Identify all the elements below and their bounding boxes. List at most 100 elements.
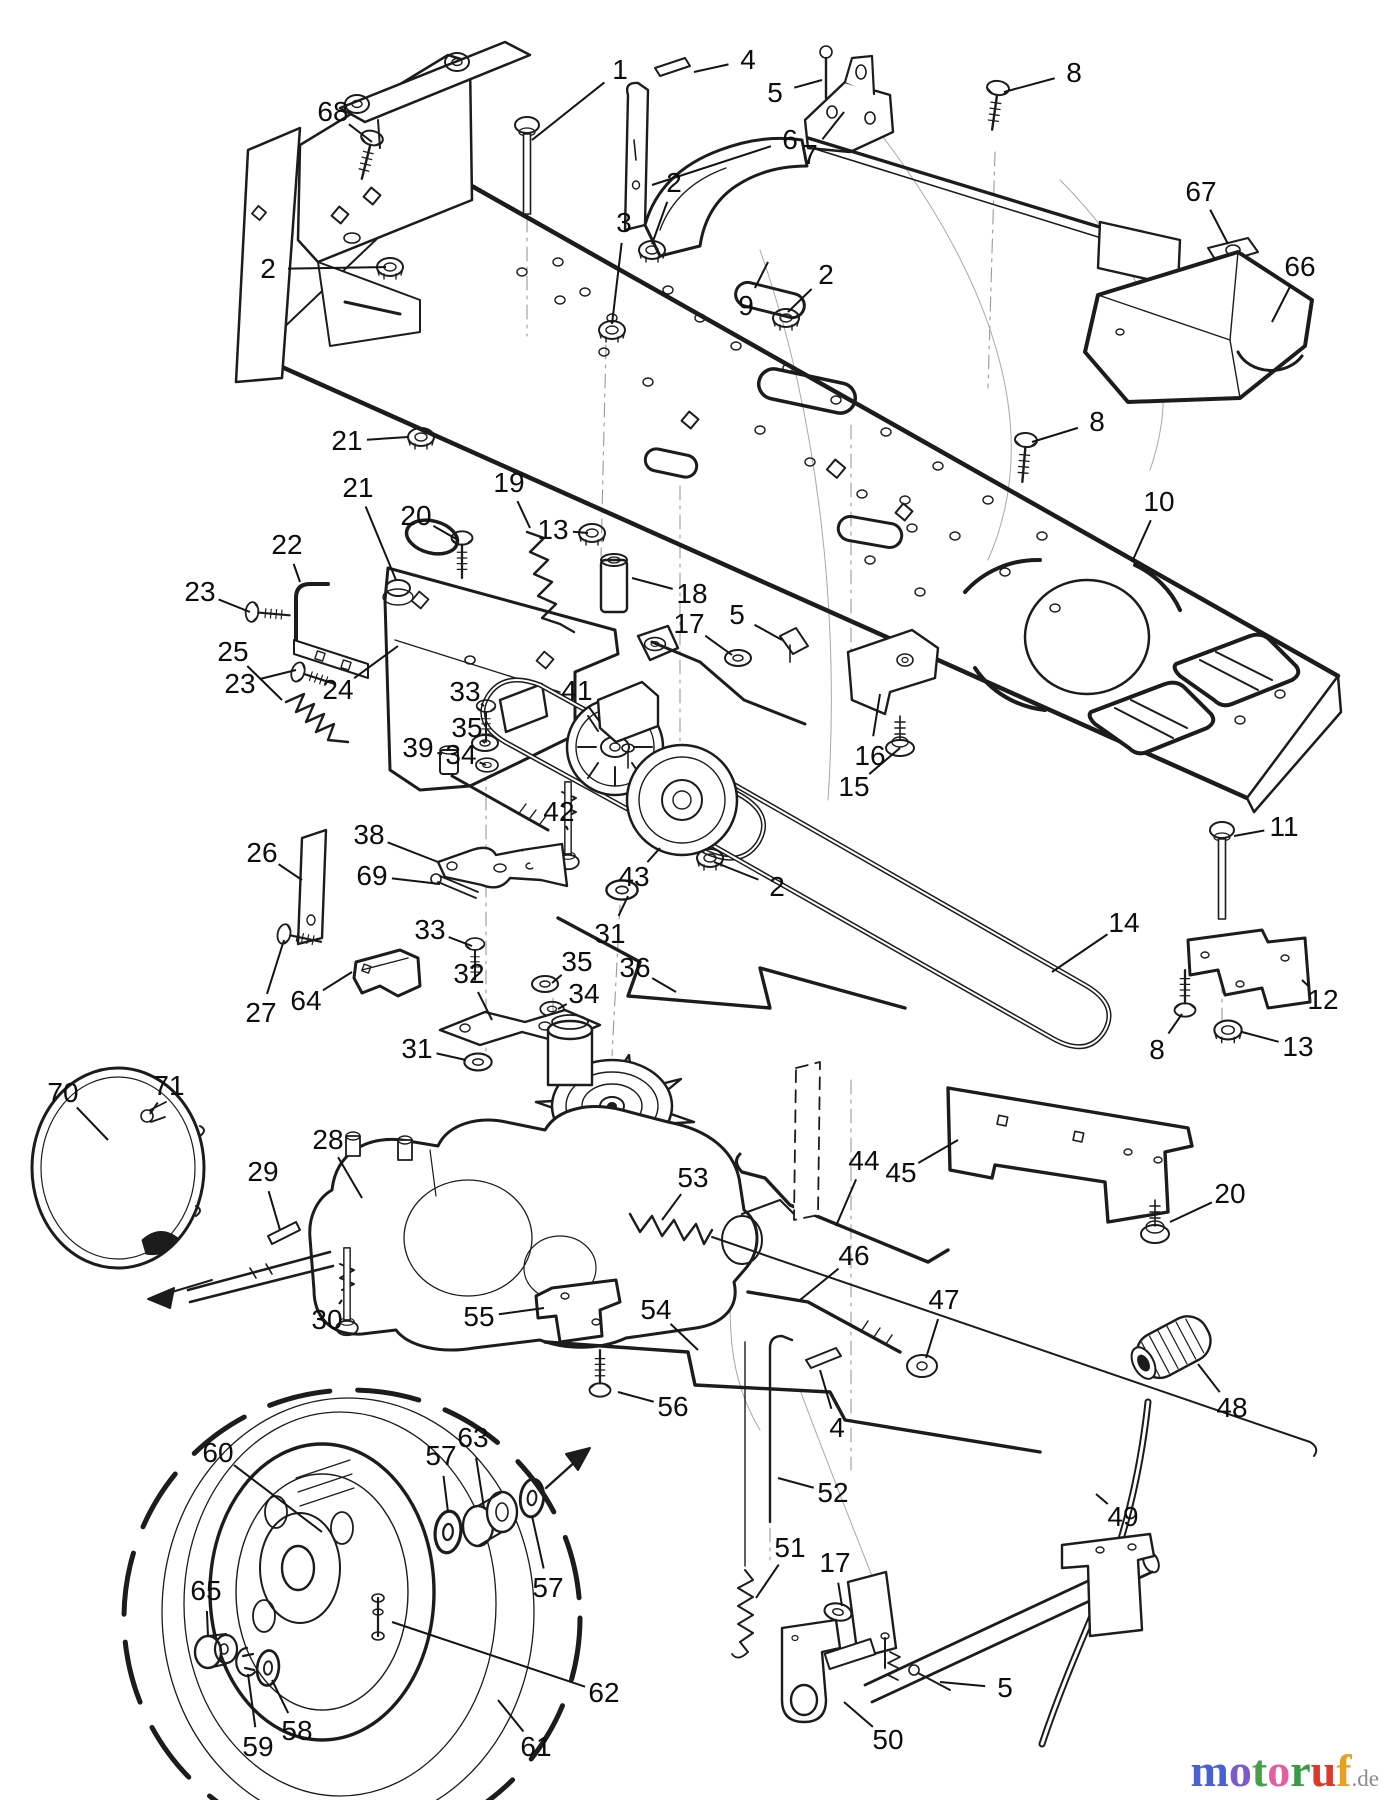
leader-66-13 — [1271, 284, 1292, 323]
callout-29-59: 29 — [247, 1156, 279, 1187]
callout-46-63: 46 — [838, 1240, 870, 1271]
leader-2-11 — [787, 288, 813, 313]
leader-32-46 — [477, 991, 493, 1021]
leader-64-49 — [322, 971, 353, 992]
leader-17-24 — [704, 634, 733, 656]
leader-58-83 — [271, 1679, 290, 1714]
leader-47-67 — [925, 1318, 940, 1359]
callout-4-1: 4 — [740, 44, 756, 75]
callout-62-82: 62 — [588, 1677, 620, 1708]
leader-5-23 — [753, 623, 783, 641]
leader-29-59 — [267, 1190, 281, 1231]
callout-11-52: 11 — [1269, 811, 1299, 842]
leader-17-78 — [837, 1582, 843, 1607]
leader-31-51 — [436, 1052, 467, 1061]
callout-4-71: 4 — [829, 1412, 845, 1443]
callout-34-47: 34 — [568, 978, 600, 1009]
leader-23-25 — [218, 598, 251, 613]
leader-7-4 — [821, 111, 845, 140]
leader-34-47 — [557, 1003, 568, 1010]
leader-67-12 — [1209, 209, 1229, 245]
leader-63-72 — [475, 1457, 485, 1509]
leader-2-9 — [287, 266, 387, 270]
callout-53-60: 53 — [677, 1162, 709, 1193]
callout-34-33: 34 — [445, 739, 477, 770]
callout-20-18: 20 — [400, 500, 432, 531]
leader-46-63 — [799, 1267, 840, 1301]
leader-71-57 — [149, 1101, 159, 1115]
callout-60-73: 60 — [202, 1437, 234, 1468]
leader-35-31 — [481, 740, 486, 744]
leader-53-60 — [661, 1193, 682, 1221]
transaxle — [147, 1014, 798, 1352]
callout-18-22: 18 — [676, 578, 708, 609]
logo-letter: r — [1290, 1745, 1311, 1796]
callout-2-7: 2 — [666, 167, 682, 198]
callout-25-26: 25 — [217, 636, 249, 667]
callout-21-16: 21 — [331, 425, 363, 456]
callout-69-39: 69 — [356, 860, 388, 891]
leader-1-0 — [531, 81, 605, 141]
pedal-assembly — [731, 1315, 1212, 1748]
callout-45-62: 45 — [885, 1157, 917, 1188]
callout-35-44: 35 — [561, 946, 593, 977]
leader-65-80 — [205, 1610, 209, 1637]
callout-13-20: 13 — [537, 514, 569, 545]
callout-5-23: 5 — [729, 599, 745, 630]
callout-35-31: 35 — [451, 712, 483, 743]
logo-letter: f — [1336, 1745, 1352, 1796]
callout-51-77: 51 — [774, 1532, 806, 1563]
leader-8-14 — [1031, 426, 1079, 443]
leader-2-40 — [713, 861, 759, 881]
callout-5-81: 5 — [997, 1672, 1013, 1703]
belt-and-pulleys — [439, 624, 1112, 1050]
callout-56-69: 56 — [657, 1391, 689, 1422]
linkage-group — [430, 842, 907, 1072]
callout-67-12: 67 — [1185, 176, 1217, 207]
leader-4-71 — [819, 1369, 833, 1410]
leader-20-68 — [1169, 1201, 1213, 1223]
callout-24-27: 24 — [322, 674, 354, 705]
callout-12-53: 12 — [1307, 984, 1339, 1015]
leader-5-2 — [794, 79, 823, 89]
leader-60-73 — [233, 1464, 323, 1533]
leader-33-41 — [448, 936, 473, 947]
leader-52-76 — [777, 1477, 814, 1489]
leader-55-65 — [498, 1307, 545, 1316]
callout-64-49: 64 — [290, 985, 322, 1016]
engine-mount-bracket — [234, 40, 532, 384]
callout-10-15: 10 — [1143, 486, 1175, 517]
leader-48-70 — [1197, 1363, 1221, 1393]
leader-30-64 — [338, 1299, 343, 1305]
callout-27-50: 27 — [245, 997, 277, 1028]
callout-28-58: 28 — [312, 1124, 344, 1155]
callout-68-6: 68 — [317, 96, 349, 127]
leader-15-35 — [868, 747, 901, 775]
callout-42-36: 42 — [543, 796, 575, 827]
callout-59-84: 59 — [242, 1731, 274, 1762]
callout-57-74: 57 — [425, 1440, 457, 1471]
callout-8-54: 8 — [1149, 1034, 1165, 1065]
leader-11-52 — [1233, 829, 1265, 837]
logo-letter: o — [1267, 1745, 1291, 1796]
leader-61-85 — [497, 1699, 525, 1733]
callout-22-21: 22 — [271, 529, 303, 560]
leader-3-8 — [611, 242, 623, 325]
leader-44-61 — [835, 1178, 858, 1227]
leader-16-34 — [872, 693, 881, 737]
leader-14-43 — [1051, 933, 1109, 973]
logo-letter: o — [1228, 1745, 1252, 1796]
leader-42-36 — [565, 825, 569, 831]
leader-59-84 — [247, 1673, 257, 1728]
motoruf-logo[interactable]: motoruf.de — [1191, 1748, 1379, 1794]
callout-14-43: 14 — [1108, 907, 1140, 938]
leader-54-66 — [669, 1323, 699, 1351]
callout-47-67: 47 — [928, 1284, 960, 1315]
callout-33-41: 33 — [414, 914, 446, 945]
callout-16-34: 16 — [854, 740, 886, 771]
callout-38-38: 38 — [353, 819, 385, 850]
callout-33-28: 33 — [449, 676, 481, 707]
callout-1-0: 1 — [612, 54, 628, 85]
